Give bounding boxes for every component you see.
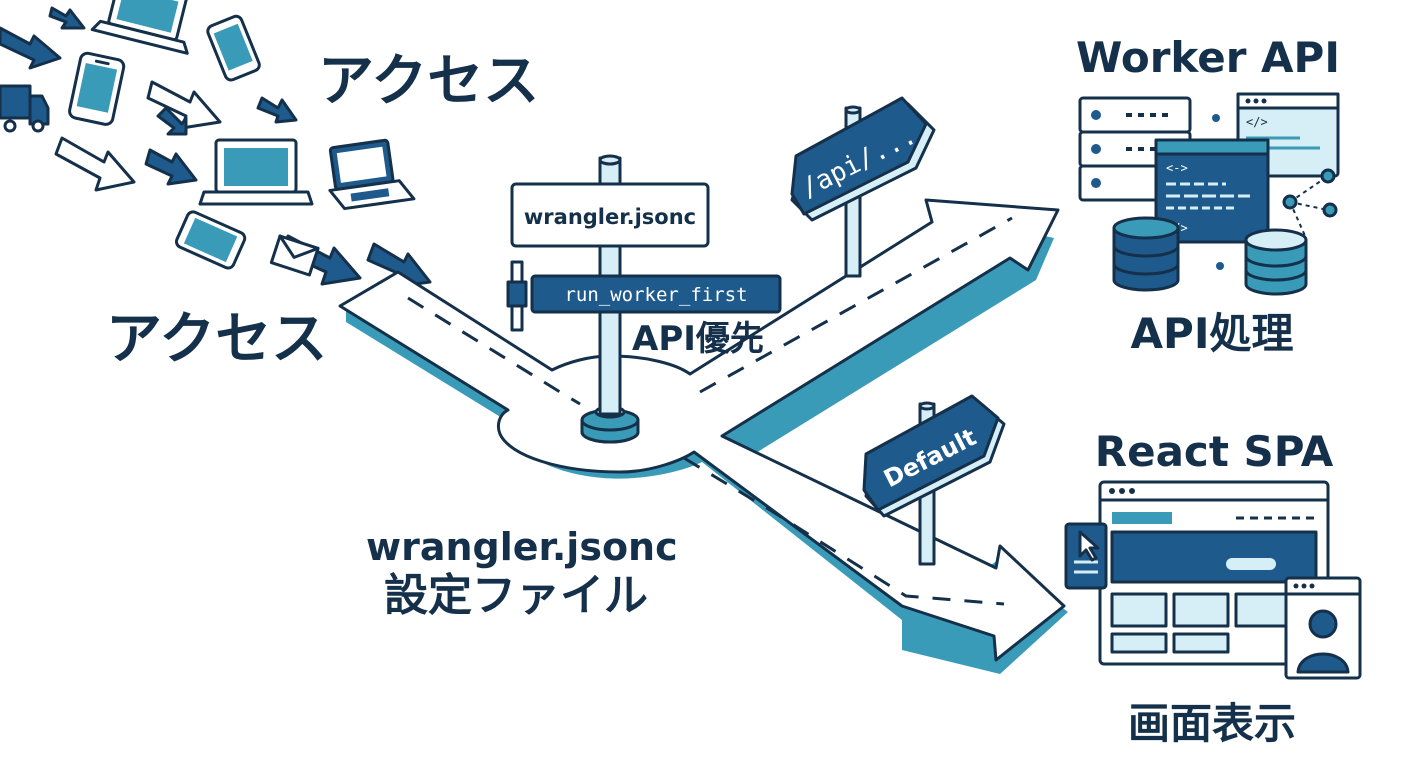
config-file-label-line2: 設定ファイル [384,570,648,621]
laptop-icon [198,138,314,206]
code-glyph: <-> [1166,161,1188,175]
envelope-icon [269,234,320,277]
wrangler-sign: wrangler.jsonc [510,182,710,248]
smartphone-icon [68,51,126,126]
incoming-arrow [54,136,136,192]
worker-api-title: Worker API [1076,33,1340,82]
ui-card-icon [1064,522,1108,590]
wrangler-sign-text: wrangler.jsonc [524,205,696,229]
database-icon [1112,216,1180,292]
truck-icon [0,84,50,133]
incoming-arrow [48,6,86,30]
road-centerline [407,296,581,406]
incoming-arrow [156,106,188,136]
road-centerline [699,216,1013,394]
smartphone-icon [206,14,261,82]
react-spa-title: React SPA [1095,427,1334,476]
incoming-arrow [146,80,222,130]
incoming-arrow [144,148,198,186]
code-glyph: </> [1246,115,1268,129]
incoming-devices [0,0,432,288]
smartphone-icon [174,210,247,270]
user-profile-icon [1284,576,1362,680]
network-nodes-icon [1212,114,1338,270]
database-icon [1244,228,1308,296]
react-spa-cluster [1064,480,1362,680]
react-spa-caption: 画面表示 [1128,699,1296,748]
api-priority-label: API優先 [632,319,764,359]
access-label-left: アクセス [106,307,327,372]
cursor-icon [1078,530,1100,562]
run-worker-first-text: run_worker_first [564,284,747,306]
worker-api-cluster: </> <-> </> [1078,92,1340,296]
worker-api-caption: API処理 [1131,309,1294,358]
incoming-arrow [0,26,62,70]
config-file-label-line1: wrangler.jsonc [366,525,678,569]
laptop-icon [90,0,189,55]
laptop-icon [328,138,416,211]
browser-window-icon [1098,480,1330,666]
incoming-arrow [256,96,298,124]
access-label-top: アクセス [318,49,539,114]
run-worker-first-sign: run_worker_first [530,274,782,314]
